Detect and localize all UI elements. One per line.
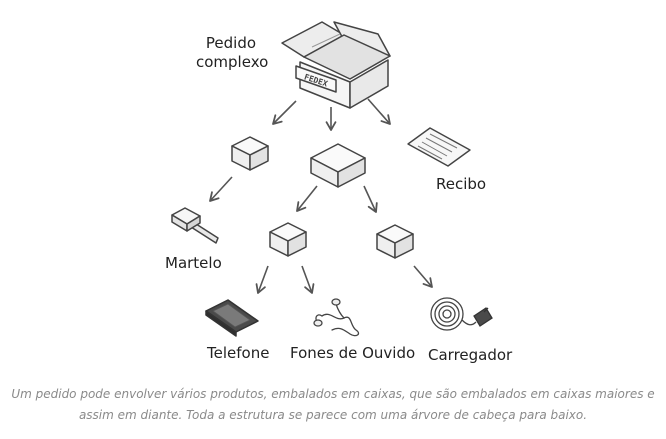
charger-label: Carregador xyxy=(428,346,513,364)
root-label-line2: complexo xyxy=(196,53,269,71)
tree-diagram: FEDEX xyxy=(165,21,512,364)
figure-caption: Um pedido pode envolver vários produtos,… xyxy=(10,384,656,426)
charger-icon xyxy=(430,297,493,331)
caption-line-2: assim em diante. Toda a estrutura se par… xyxy=(78,408,588,422)
caption-line-1: Um pedido pode envolver vários produtos,… xyxy=(11,387,655,401)
headphones-label: Fones de Ouvido xyxy=(290,344,416,362)
root-box-icon xyxy=(281,21,391,109)
level1-arrows xyxy=(209,176,378,213)
hammer-icon xyxy=(171,207,219,244)
phone-label: Telefone xyxy=(207,344,270,362)
root-label: Pedido complexo xyxy=(196,34,269,72)
root-label-line1: Pedido xyxy=(205,34,257,52)
receipt-label: Recibo xyxy=(436,175,487,193)
phone-icon xyxy=(205,299,259,337)
box-small-left-icon xyxy=(231,136,269,171)
root-arrows xyxy=(272,98,391,131)
hammer-label: Martelo xyxy=(165,254,222,272)
receipt-icon xyxy=(407,127,471,167)
box-small-middle-icon xyxy=(269,222,307,257)
headphones-icon xyxy=(313,298,360,337)
diagram-canvas: FEDEX xyxy=(171,21,493,337)
level2-arrows xyxy=(255,265,433,294)
box-small-right-icon xyxy=(376,224,414,259)
box-large-center-icon xyxy=(310,143,366,188)
